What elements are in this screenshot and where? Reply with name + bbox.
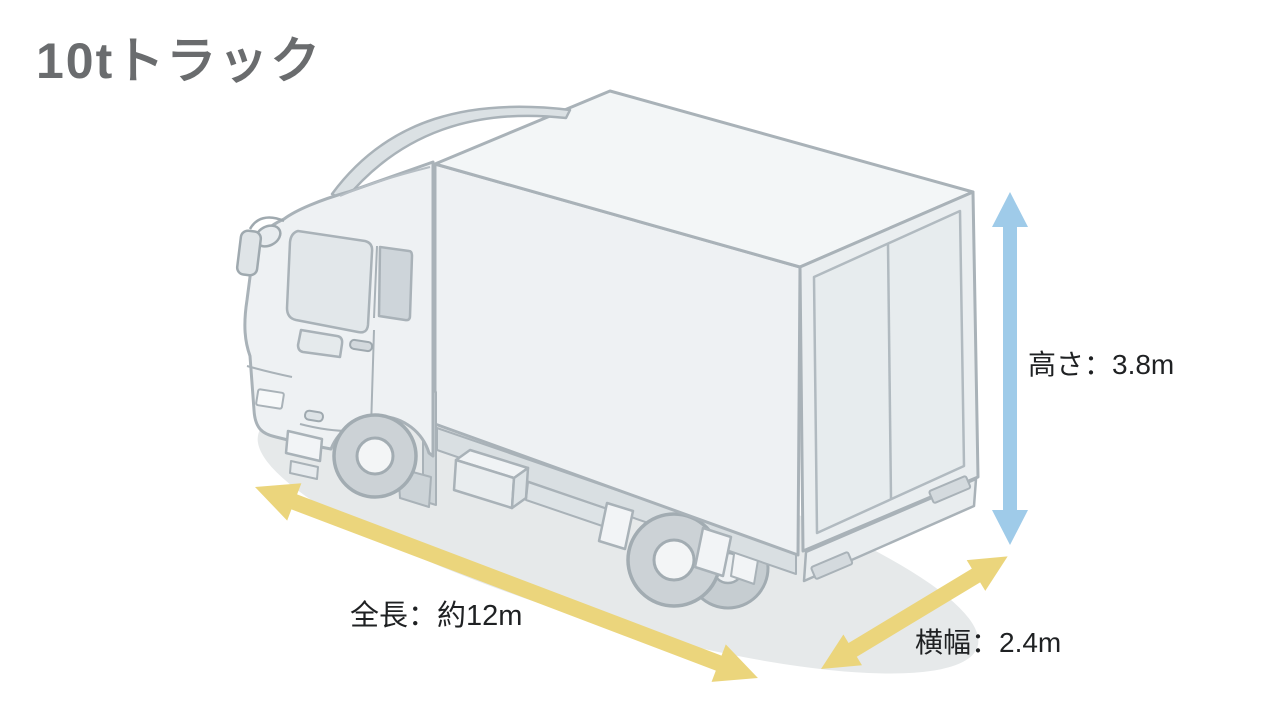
cab-roof-deflector (330, 105, 572, 203)
truck-cab (235, 160, 437, 508)
width-label: 横幅：2.4m (915, 627, 1062, 658)
truck-cargo-box (433, 89, 980, 583)
height-label: 高さ：3.8m (1028, 349, 1175, 380)
width-arrow (821, 556, 1008, 669)
truck-chassis-and-wheels (436, 427, 797, 610)
length-label: 全長：約12m (350, 600, 523, 632)
length-arrow (255, 483, 758, 682)
height-arrow (992, 192, 1028, 545)
side-mirror (235, 224, 282, 277)
page-title: 10tトラック (36, 33, 323, 89)
